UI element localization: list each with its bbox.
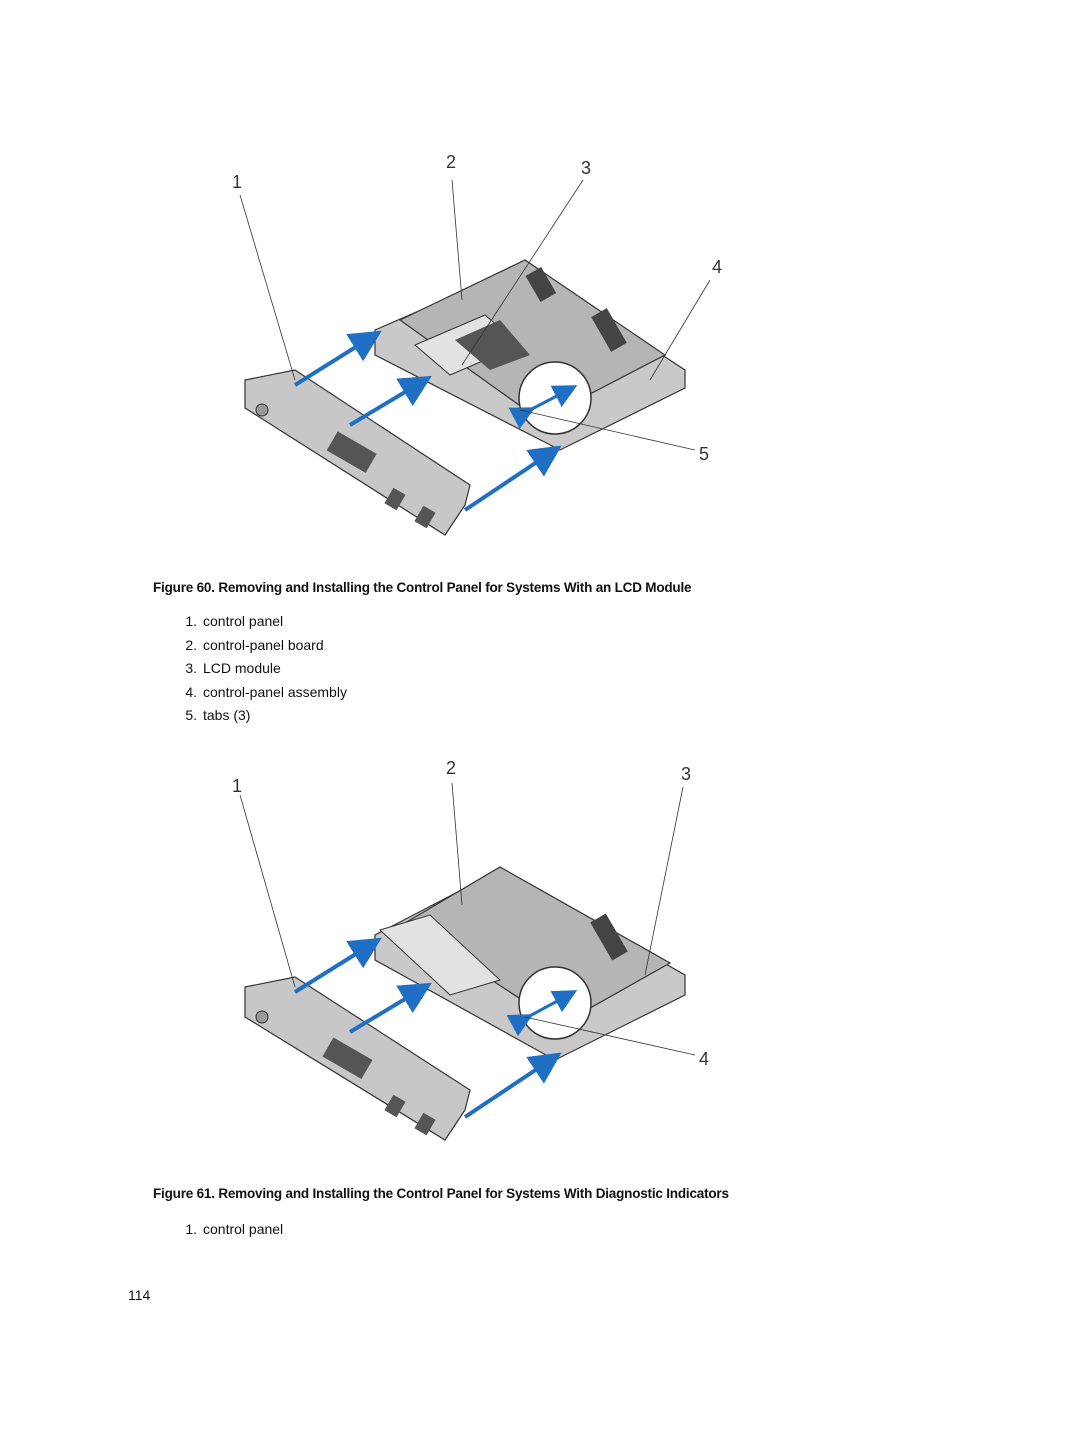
callout-2: 2 (446, 758, 456, 778)
install-arrow (293, 937, 382, 994)
install-arrow (463, 445, 562, 512)
legend-text: control panel (203, 613, 284, 629)
figure-60-caption: Figure 60. Removing and Installing the C… (153, 580, 692, 595)
legend-item: 3. LCD module (153, 657, 347, 681)
legend-text: LCD module (203, 660, 281, 677)
install-arrow (293, 330, 382, 387)
board-connector (525, 267, 557, 302)
figure-61-illustration: 1 2 3 4 (200, 755, 760, 1175)
detail-arrow (506, 990, 578, 1037)
legend-number: 5. (185, 707, 197, 724)
page-number: 114 (128, 1287, 151, 1303)
leader-line-1 (239, 194, 296, 381)
leader-line-3 (644, 786, 684, 976)
callout-2: 2 (446, 152, 456, 172)
leader-line-3 (461, 179, 584, 366)
figure-61-caption: Figure 61. Removing and Installing the C… (153, 1186, 729, 1201)
legend-item: 4. control-panel assembly (153, 681, 347, 705)
bracket (379, 914, 501, 996)
bezel-power-button (255, 403, 269, 417)
legend-item: 5. tabs (3) (153, 704, 347, 728)
legend-number: 4. (185, 683, 197, 700)
bezel-lcd-window (322, 1037, 373, 1080)
leader-line-2 (451, 782, 463, 906)
bezel-usb-port (414, 1112, 436, 1136)
bezel-lcd-window (326, 431, 377, 473)
board-connector (590, 913, 628, 961)
diagnostic-control-panel-diagram: 1 2 3 4 (232, 758, 709, 1141)
bezel-usb-port (384, 1094, 406, 1118)
lcd-control-panel-diagram: 1 2 3 4 5 (232, 152, 722, 536)
leader-line-4 (524, 1016, 696, 1056)
legend-text: control-panel assembly (203, 683, 347, 700)
bezel-usb-port (414, 505, 436, 529)
leader-line-1 (239, 794, 296, 988)
legend-text: control-panel board (203, 636, 324, 653)
callout-3: 3 (581, 158, 591, 178)
install-arrow (463, 1052, 562, 1119)
install-arrow (348, 375, 432, 427)
legend-text: tabs (3) (203, 707, 251, 724)
callout-1: 1 (232, 776, 242, 796)
bezel-power-button (255, 1010, 269, 1024)
leader-line-2 (451, 179, 463, 301)
legend-item: 1. control panel (153, 610, 347, 634)
figure-60-legend: 1. control panel 2. control-panel board 3.… (153, 610, 347, 728)
callout-5: 5 (699, 444, 709, 464)
legend-number: 1. (185, 1221, 197, 1237)
legend-number: 3. (185, 660, 197, 677)
install-arrow (348, 982, 432, 1034)
figure-61-legend: 1. control panel (153, 1218, 283, 1242)
board-connector (591, 308, 627, 352)
callout-1: 1 (232, 172, 242, 192)
leader-line-4 (649, 279, 711, 381)
legend-text: control panel (203, 1221, 284, 1237)
figure-60-illustration: 1 2 3 4 5 (200, 140, 760, 560)
leader-line-5 (519, 409, 696, 451)
legend-number: 1. (185, 613, 197, 629)
callout-4: 4 (699, 1049, 709, 1069)
legend-number: 2. (185, 636, 197, 653)
callout-3: 3 (681, 764, 691, 784)
bezel-usb-port (384, 487, 406, 511)
detail-arrow (508, 385, 578, 429)
lcd-ribbon (455, 320, 530, 370)
callout-4: 4 (712, 257, 722, 277)
legend-item: 2. control-panel board (153, 634, 347, 658)
legend-item: 1. control panel (153, 1218, 283, 1242)
